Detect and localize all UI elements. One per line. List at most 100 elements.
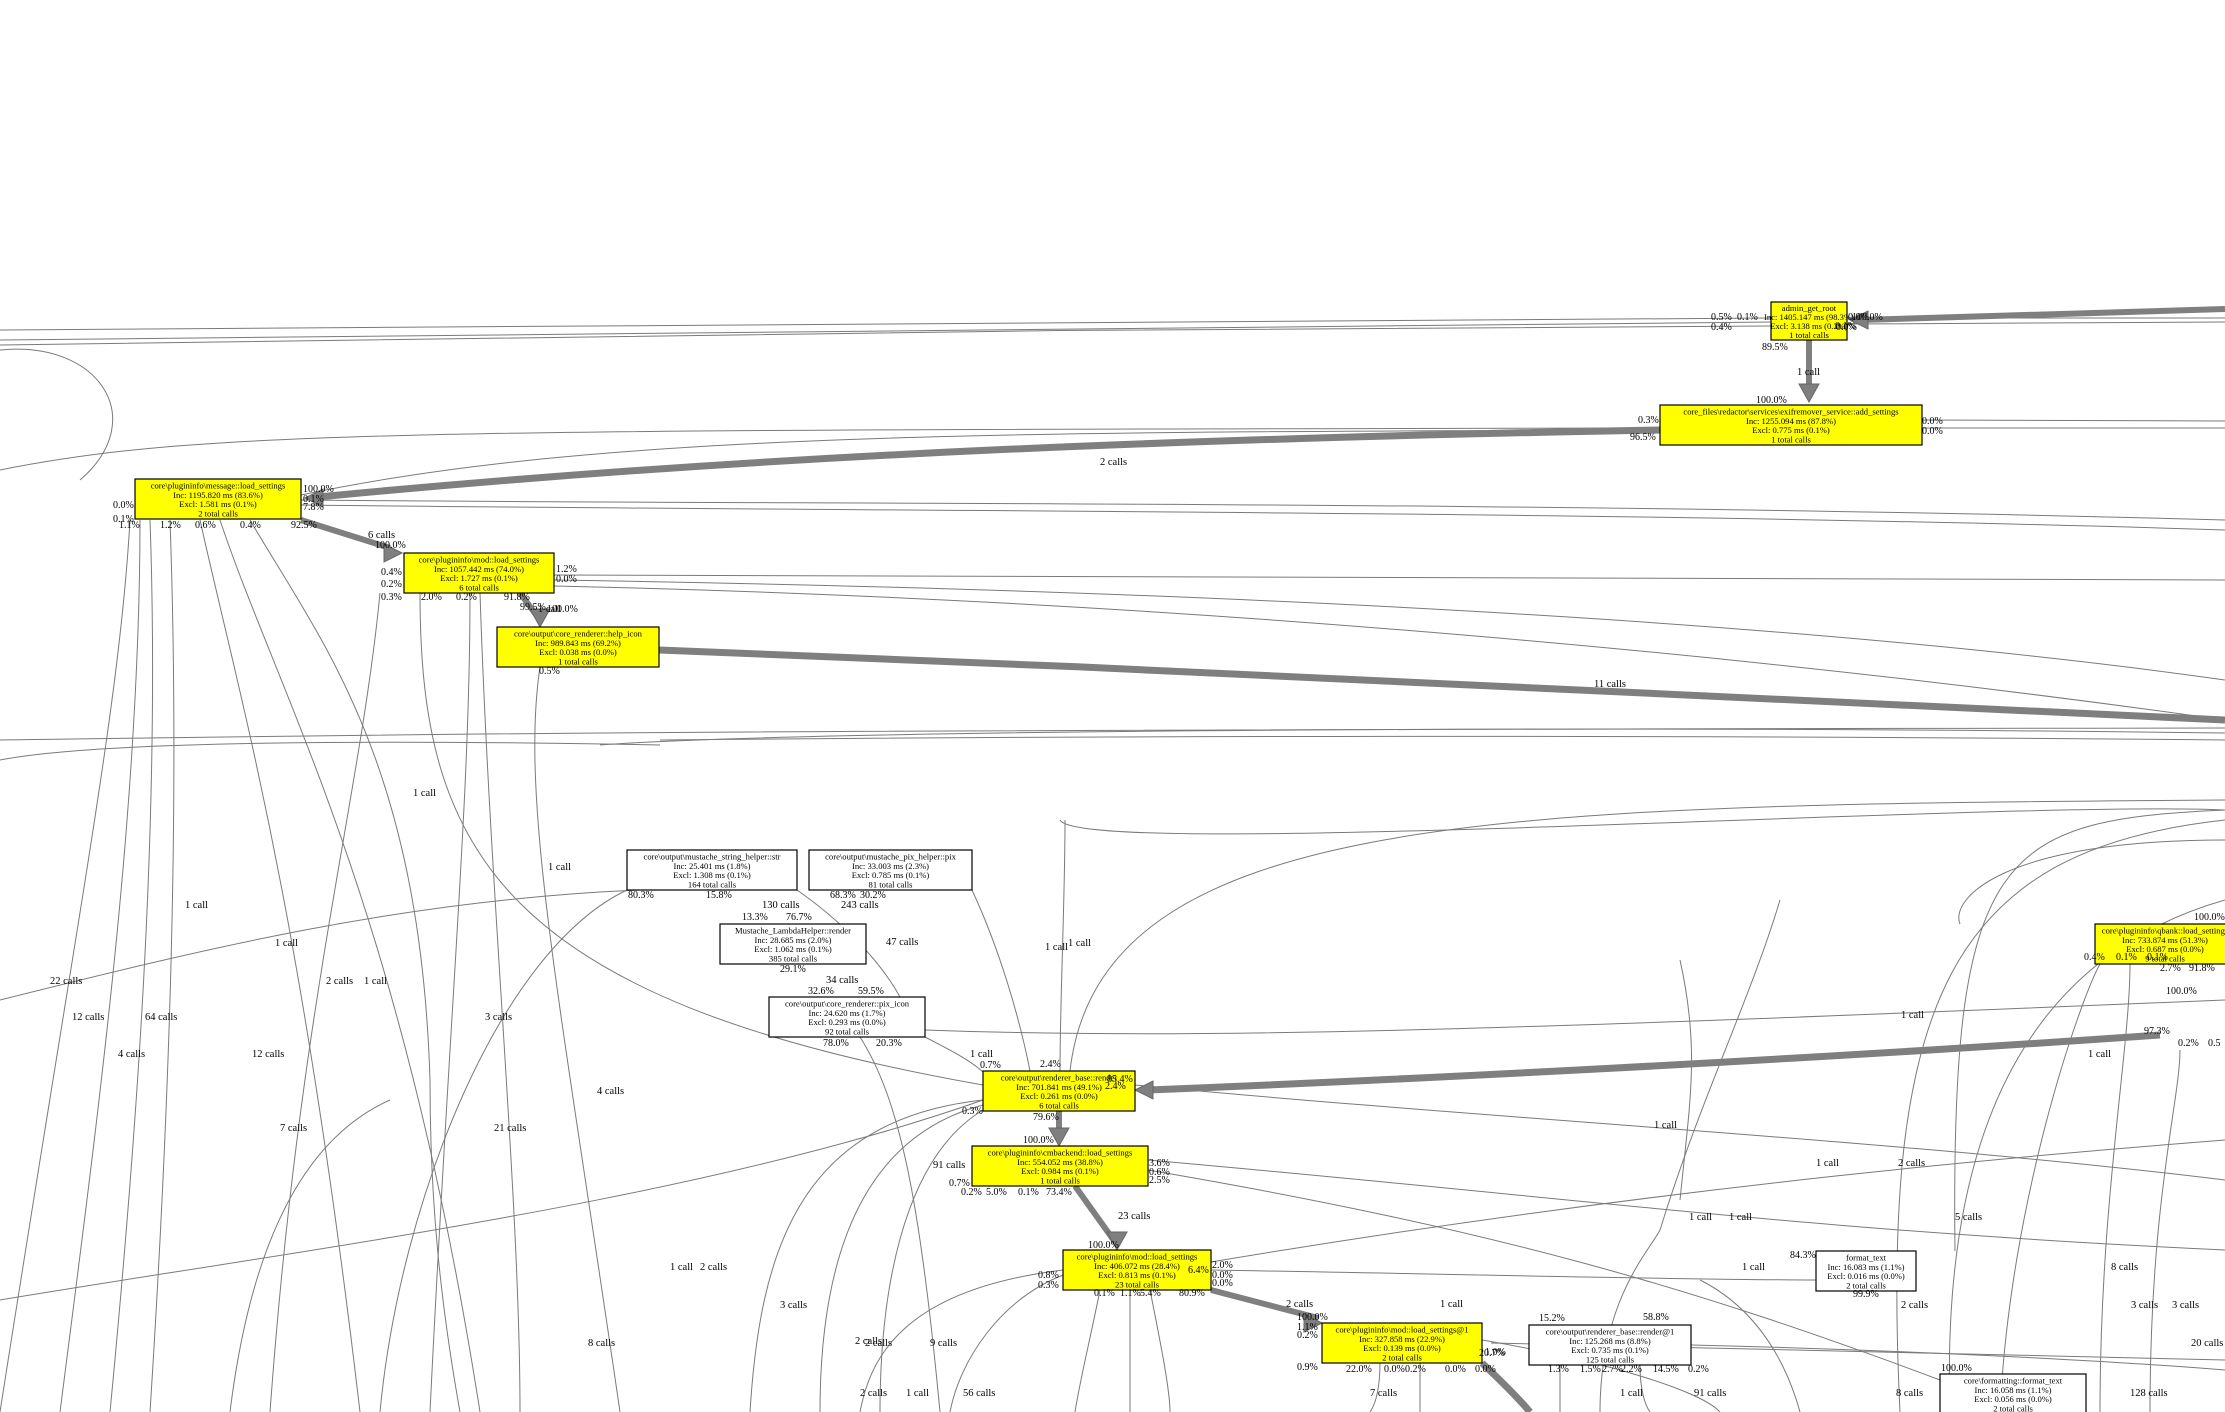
percent-label: 15.8% [706,890,732,901]
node-text: core\plugininfo\mod::load_settings [1077,1251,1198,1261]
percent-label: 2.0% [1212,1260,1233,1271]
node-box [626,849,798,891]
call-edge [0,1099,984,1301]
node-text: 164 total calls [688,880,737,890]
call-count-label: 1 call [1045,942,1068,953]
percent-label: 59.5% [858,986,884,997]
node-cmb-load[interactable]: core\plugininfo\cmbackend::load_settings… [971,1145,1149,1187]
call-edge [859,1269,1064,1412]
node-add-settings[interactable]: core_files\redactor\services\exifremover… [1659,404,1923,446]
node-text: 6 total calls [1039,1101,1079,1111]
percent-label: 0.0% [1848,312,1869,323]
percent-label: 2.0% [421,592,442,603]
percent-label: 0.7% [980,1060,1001,1071]
node-box [134,478,302,520]
call-edge [0,321,1772,341]
node-box [719,923,867,965]
percent-label: 0.6% [1149,1167,1170,1178]
node-help-icon[interactable]: core\output\core_renderer::help_iconInc:… [496,626,660,668]
node-text: 1 total calls [1789,330,1829,340]
percent-label: 0.0% [1212,1278,1233,1289]
call-edge [924,1036,984,1073]
node-text: Inc: 25.401 ms (1.8%) [673,861,750,871]
node-text: Excl: 0.016 ms (0.0%) [1827,1271,1905,1281]
call-edge [0,325,1772,346]
call-edge [1954,809,2225,1252]
percent-label: 2.4% [1105,1081,1126,1092]
node-text: 6 total calls [459,583,499,593]
node-box [1528,1324,1692,1366]
node-text: 81 total calls [869,880,914,890]
percent-label: 0.4% [381,567,402,578]
call-count-label: 23 calls [1118,1211,1150,1222]
call-edge [534,666,621,1412]
node-text: Excl: 1.308 ms (0.1%) [673,870,751,880]
call-count-label: 4 calls [118,1049,145,1060]
percent-label: 84.3% [1790,1250,1816,1261]
call-count-label: 1 call [1068,938,1091,949]
node-text: Inc: 28.685 ms (2.0%) [754,935,831,945]
node-text: Inc: 554.052 ms (38.8%) [1017,1157,1103,1167]
call-edge [1639,1364,1651,1412]
percent-label: 1.2% [160,520,181,531]
node-text: 125 total calls [1586,1355,1635,1365]
call-count-label: 3 calls [2172,1300,2199,1311]
node-text: core\output\renderer_base::render@1 [1546,1326,1675,1336]
node-text: core\output\core_renderer::pix_icon [785,998,910,1008]
percent-label: 13.3% [742,912,768,923]
call-count-label: 2 calls [1898,1158,1925,1169]
call-count-label: 8 calls [1896,1388,1923,1399]
node-text: Inc: 16.083 ms (1.1%) [1827,1262,1904,1272]
node-text: Excl: 0.293 ms (0.0%) [808,1017,886,1027]
call-edge [0,741,661,761]
node-text: Inc: 125.268 ms (8.8%) [1569,1336,1651,1346]
call-edge [1147,1159,2225,1251]
percent-label: 1.2% [556,564,577,575]
node-qbank-load[interactable]: core\plugininfo\qbank::load_settingsInc:… [2094,923,2225,965]
node-pix-icon[interactable]: core\output\core_renderer::pix_iconInc: … [768,996,926,1038]
node-mustache-str[interactable]: core\output\mustache_string_helper::strI… [626,849,798,891]
call-edge [599,728,2225,746]
percent-label: 0.4% [240,520,261,531]
call-count-label: 3 calls [485,1012,512,1023]
node-text: 9 total calls [2145,954,2185,964]
percent-label: 22.0% [1346,1364,1372,1375]
percent-label: 20.7% [1479,1348,1505,1359]
call-count-label: 9 calls [930,1338,957,1349]
node-mustache-pix[interactable]: core\output\mustache_pix_helper::pixInc:… [808,849,973,891]
call-edge [59,519,141,1412]
node-text: core\output\core_renderer::help_icon [514,628,643,638]
percent-label: 3.6% [1149,1158,1170,1169]
percent-label: 0.0% [556,574,577,585]
node-text: Excl: 0.775 ms (0.1%) [1752,425,1830,435]
percent-label: 0.3% [962,1106,983,1117]
node-box [982,1070,1136,1112]
call-count-label: 1 call [364,976,387,987]
percent-label: 1.0% [1485,1347,1506,1358]
hot-call-edge [1210,1287,1319,1321]
node-text: Inc: 406.072 ms (28.4%) [1094,1261,1180,1271]
percent-label: 0.1% [1737,312,1758,323]
percent-label: 0.3% [1038,1280,1059,1291]
node-message-load-settings[interactable]: core\plugininfo\message::load_settingsIn… [134,478,302,520]
call-edge [1074,1289,1101,1412]
node-mod-load-2[interactable]: core\plugininfo\mod::load_settings@1Inc:… [1321,1322,1483,1364]
percent-label: 79.6% [1033,1112,1059,1123]
node-text: Inc: 16.058 ms (1.1%) [1974,1385,2051,1395]
percent-label: 2.7% [2160,963,2181,974]
node-render-at1[interactable]: core\output\renderer_base::render@1Inc: … [1528,1324,1692,1366]
call-count-label: 130 calls [762,900,800,911]
node-text: core\formatting::format_text [1964,1375,2063,1385]
node-text: Excl: 1.062 ms (0.1%) [754,944,832,954]
call-count-label: 1 call [1816,1158,1839,1169]
arrowhead [529,608,551,629]
percent-label: 100.0% [1852,312,1883,323]
call-count-label: 1 call [548,862,571,873]
